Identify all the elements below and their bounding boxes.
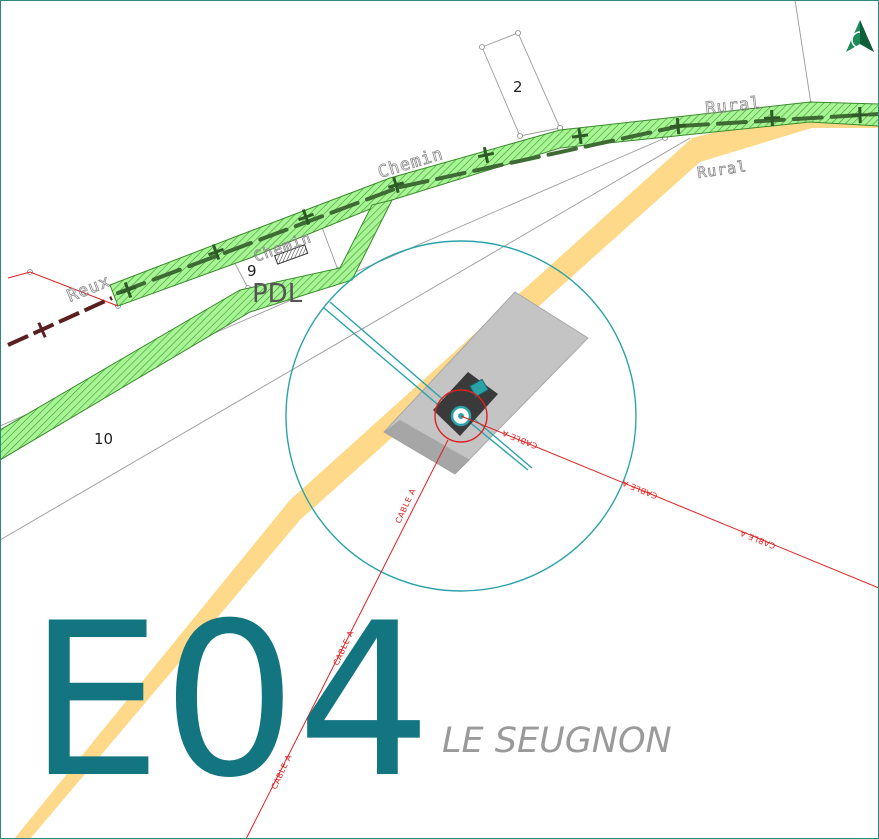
easement-band-upper [109,101,879,307]
road-centreline [116,112,879,295]
turbine-base-red [434,389,488,443]
rotor-circle [285,240,637,592]
road-label-rural: Rural [696,157,748,182]
parcel-number: 9 [247,262,257,280]
easement-band-lower [0,199,393,461]
cable-label: CABLE A [621,478,659,500]
building [273,244,309,265]
pdl-label: PDL [252,279,303,309]
cable-label: CABLE A [739,528,777,550]
platform-shadow [384,420,470,474]
parcel-lines [0,0,812,541]
cable-label: CABLE A [501,428,539,450]
site-code: E04 [28,577,432,824]
parcel-number: 10 [94,430,113,448]
road-cross-marks [119,106,869,299]
site-name: LE SEUGNON [442,721,672,761]
turbine-blades [323,301,533,471]
parcel-number: 2 [513,78,523,96]
cable-a [245,415,879,839]
turbine-nacelle [469,378,489,398]
left-track [7,271,119,347]
north-arrow-icon[interactable] [846,20,874,52]
